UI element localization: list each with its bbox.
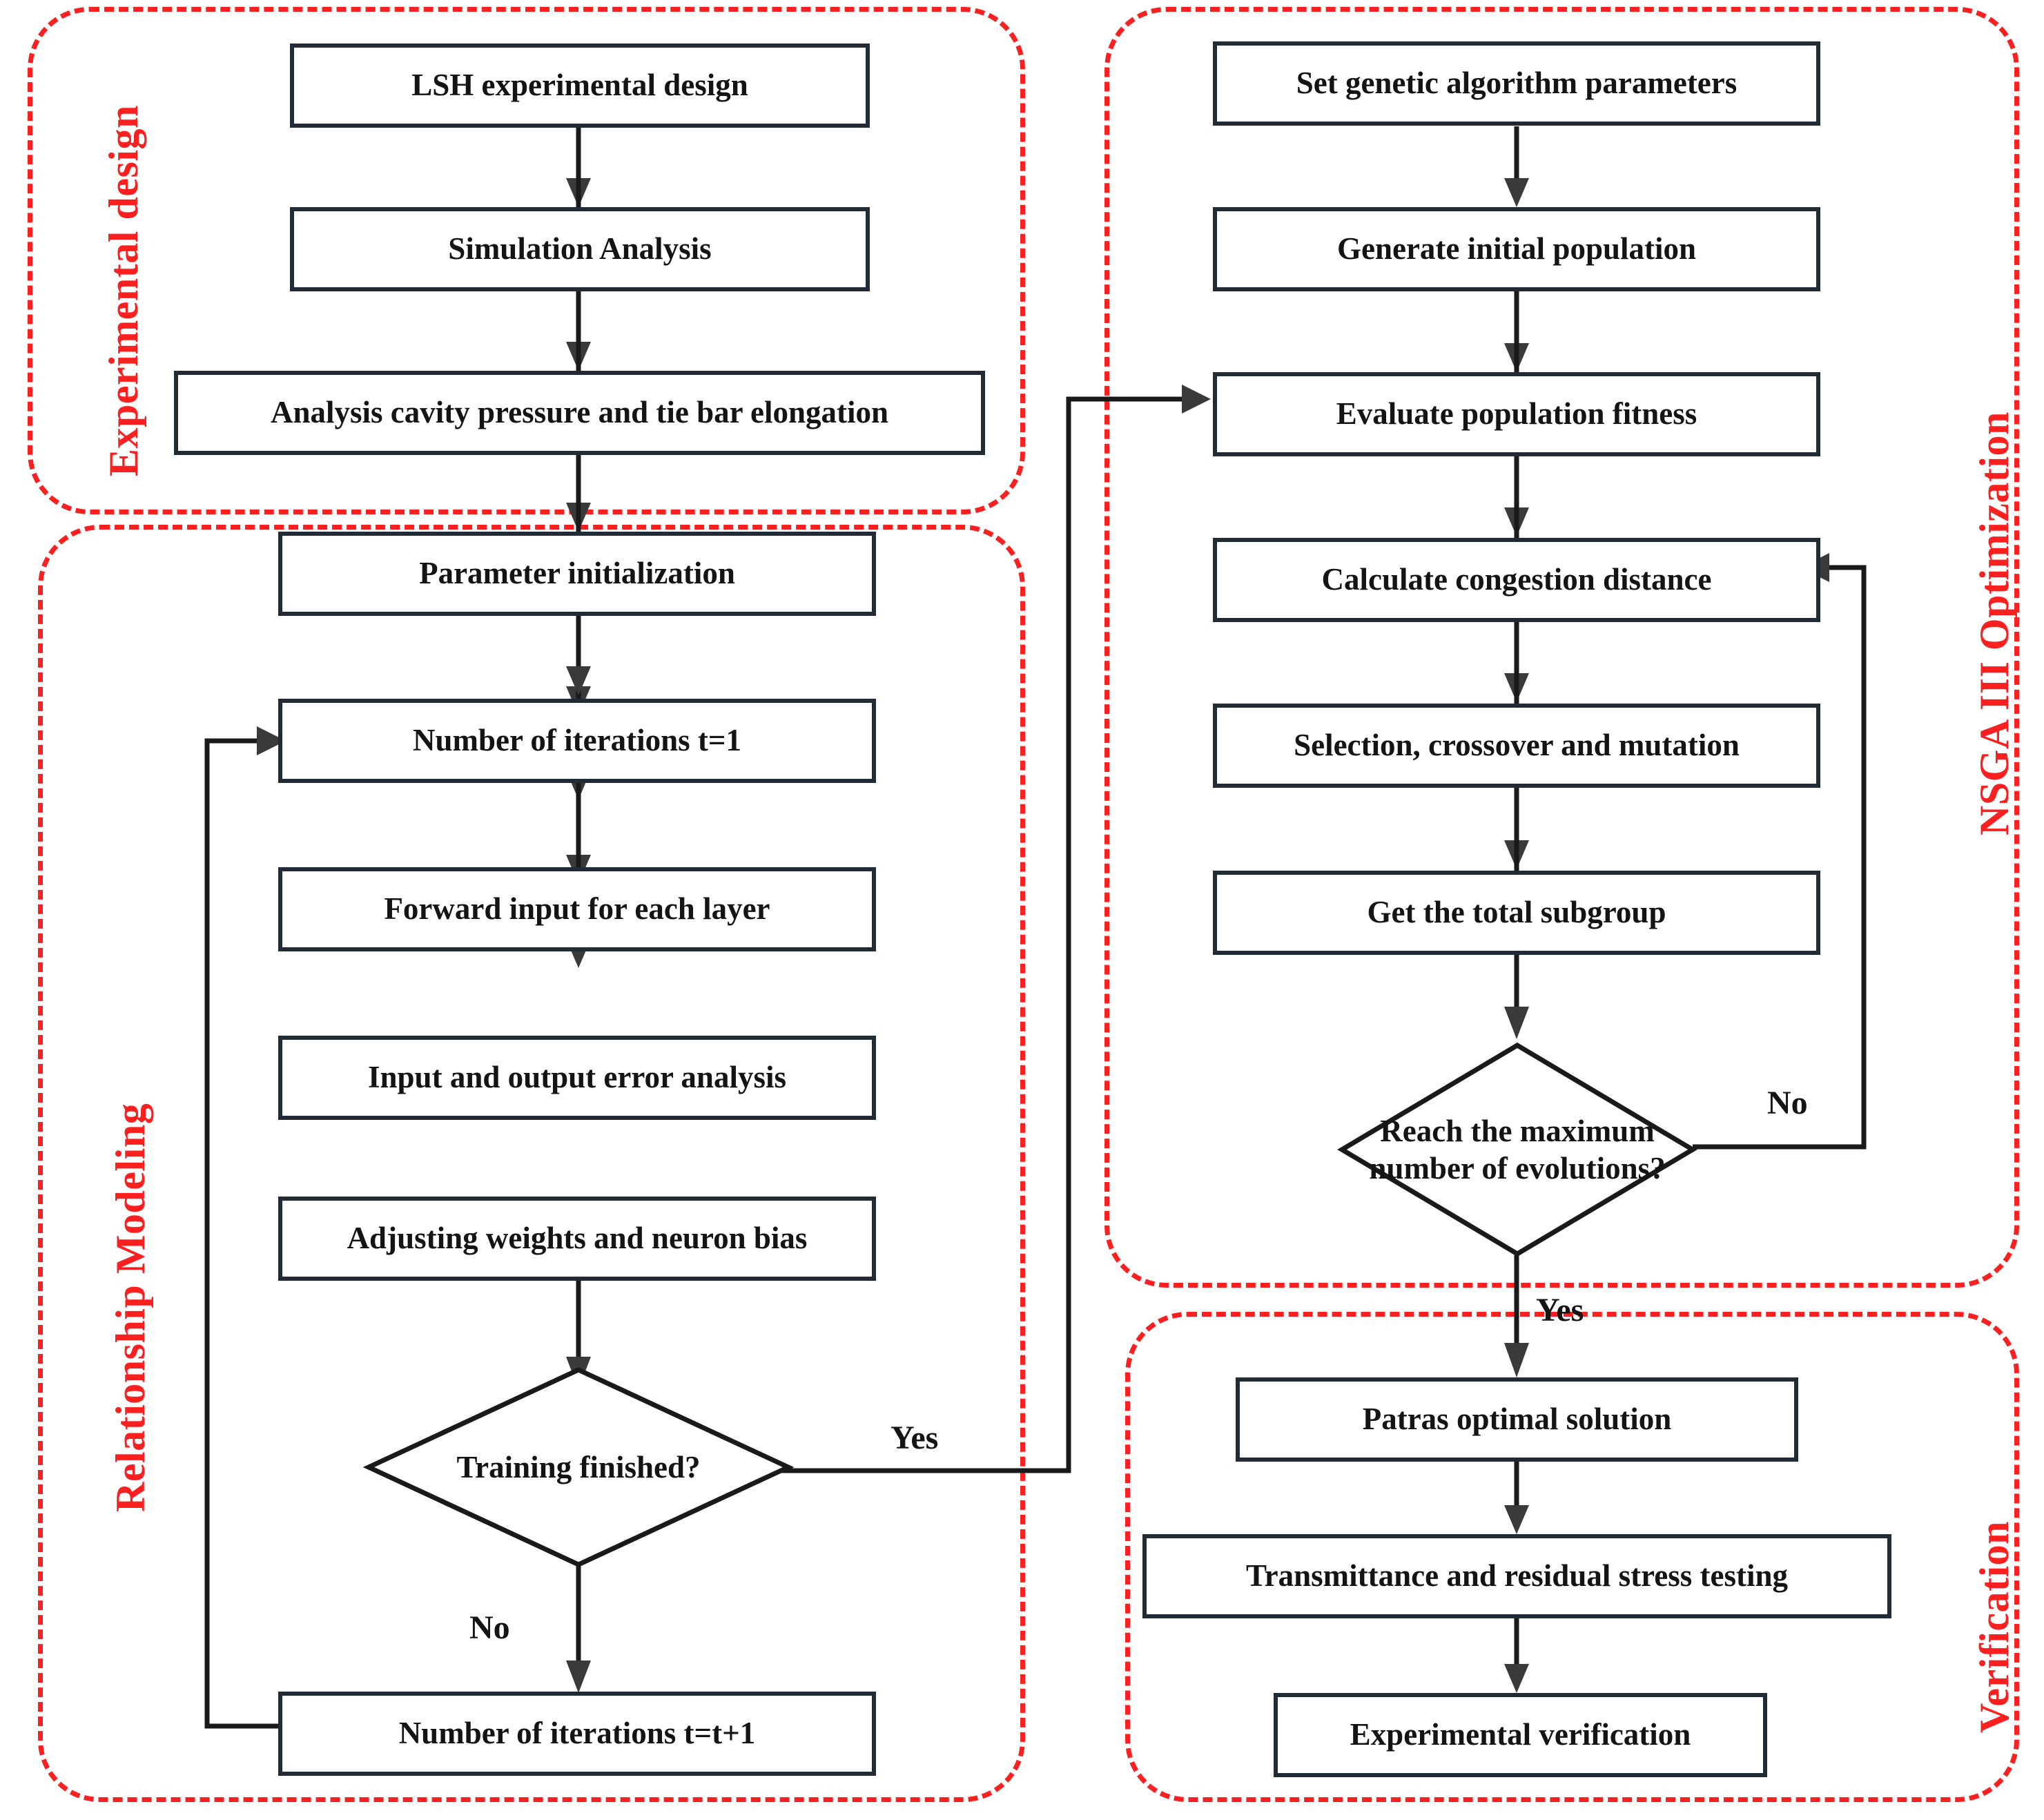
node-selection-crossover-mutation[interactable]: Selection, crossover and mutation [1213, 704, 1820, 788]
node-set-ga-parameters[interactable]: Set genetic algorithm parameters [1213, 41, 1820, 126]
node-error-analysis[interactable]: Input and output error analysis [278, 1036, 876, 1120]
node-adjusting-weights[interactable]: Adjusting weights and neuron bias [278, 1197, 876, 1281]
node-parameter-initialization[interactable]: Parameter initialization [278, 532, 876, 616]
node-evaluate-population-fitness[interactable]: Evaluate population fitness [1213, 372, 1820, 456]
edge-label-training-yes: Yes [890, 1420, 939, 1456]
node-forward-input[interactable]: Forward input for each layer [278, 867, 876, 951]
node-patras-optimal-solution[interactable]: Patras optimal solution [1236, 1377, 1798, 1462]
group-experimental-design [28, 7, 1025, 514]
node-get-total-subgroup[interactable]: Get the total subgroup [1213, 871, 1820, 955]
node-lsh-experimental-design[interactable]: LSH experimental design [290, 43, 870, 128]
node-transmittance-residual-stress[interactable]: Transmittance and residual stress testin… [1142, 1534, 1891, 1618]
node-experimental-verification[interactable]: Experimental verification [1274, 1693, 1767, 1777]
edge-label-evolutions-yes: Yes [1536, 1292, 1584, 1328]
edge-label-training-no: No [469, 1609, 510, 1646]
edge-label-evolutions-no: No [1767, 1085, 1808, 1121]
node-generate-initial-population[interactable]: Generate initial population [1213, 207, 1820, 291]
group-verification [1125, 1312, 2019, 1802]
decision-reach-max-evolutions[interactable]: Reach the maximum number of evolutions? [1337, 1042, 1697, 1257]
node-simulation-analysis[interactable]: Simulation Analysis [290, 207, 870, 291]
group-label-relationship-modeling: Relationship Modeling [108, 1103, 153, 1512]
decision-training-finished[interactable]: Training finished? [362, 1367, 795, 1567]
group-label-verification: Verification [1972, 1520, 2017, 1733]
node-iterations-t1[interactable]: Number of iterations t=1 [278, 699, 876, 783]
node-calculate-congestion-distance[interactable]: Calculate congestion distance [1213, 538, 1820, 622]
node-iterations-t-plus-1[interactable]: Number of iterations t=t+1 [278, 1692, 876, 1776]
node-analysis-cavity-pressure[interactable]: Analysis cavity pressure and tie bar elo… [174, 371, 985, 455]
group-label-experimental-design: Experimental design [101, 105, 146, 476]
group-label-nsga-optimization: NSGA III Optimization [1972, 412, 2017, 835]
